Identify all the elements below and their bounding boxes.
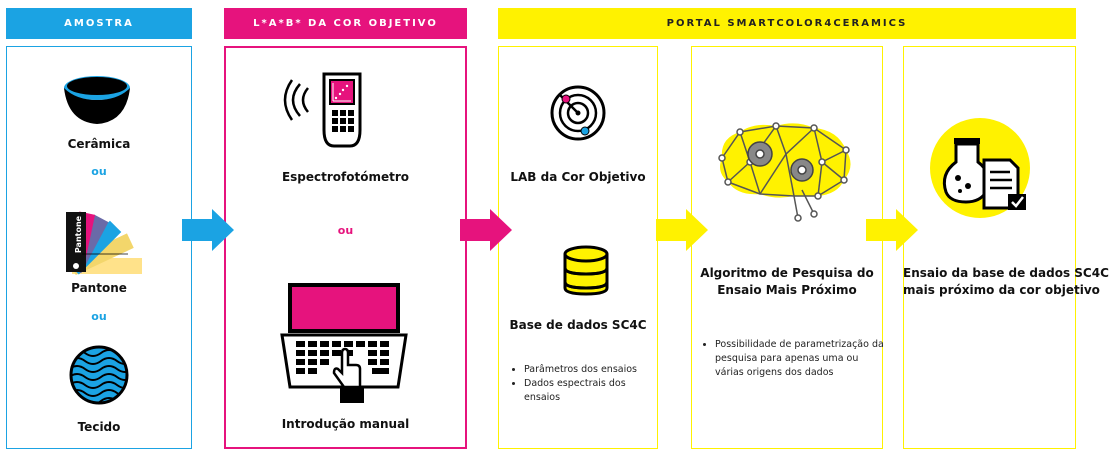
base-bullets: Parâmetros dos ensaios Dados espectrais …	[512, 363, 664, 405]
panel-portal-algoritmo	[691, 46, 883, 449]
arrow-right-icon	[460, 209, 512, 251]
label-ceramica: Cerâmica	[67, 137, 131, 151]
label-algoritmo-2: Ensaio Mais Próximo	[717, 283, 857, 297]
panel-lab	[224, 46, 467, 449]
spectrophotometer-icon	[283, 72, 362, 148]
panel-portal-ensaio	[903, 46, 1076, 449]
fabric-icon	[69, 345, 129, 405]
algoritmo-bullets: Possibilidade de parametrização da pesqu…	[703, 338, 887, 380]
ou-lab: ou	[337, 224, 354, 237]
ou-2: ou	[91, 310, 107, 323]
database-icon	[563, 245, 609, 296]
label-espectro: Espectrofotómetro	[281, 170, 410, 184]
ceramic-bowl-icon	[64, 76, 130, 124]
brain-gears-icon	[718, 122, 851, 222]
list-item: Dados espectrais dos ensaios	[524, 377, 664, 405]
arrow-right-icon	[182, 209, 234, 251]
header-portal: PORTAL SMARTCOLOR4CERAMICS	[498, 8, 1076, 39]
panel-amostra	[6, 46, 192, 449]
label-tecido: Tecido	[77, 420, 121, 434]
arrow-right-icon	[866, 209, 918, 251]
label-ensaio-2: mais próximo da cor objetivo	[903, 283, 1100, 297]
list-item: Possibilidade de parametrização da pesqu…	[715, 338, 887, 380]
panel-portal-lab-db	[498, 46, 658, 449]
radar-icon	[550, 85, 606, 141]
flask-document-icon	[930, 118, 1030, 218]
ou-1: ou	[91, 165, 107, 178]
label-ensaio-1: Ensaio da base de dados SC4C	[903, 266, 1109, 280]
arrow-right-icon	[656, 209, 708, 251]
pantone-swatch-icon	[66, 211, 142, 275]
pantone-swatch-text: Pantone	[74, 215, 84, 254]
label-manual: Introdução manual	[281, 417, 410, 431]
label-pantone: Pantone	[71, 281, 127, 295]
label-lab-objetivo: LAB da Cor Objetivo	[510, 170, 646, 184]
laptop-icon	[280, 283, 408, 403]
header-lab: L*A*B* DA COR OBJETIVO	[224, 8, 467, 39]
label-base-dados: Base de dados SC4C	[509, 318, 647, 332]
label-algoritmo-1: Algoritmo de Pesquisa do	[700, 266, 874, 280]
header-amostra: AMOSTRA	[6, 8, 192, 39]
list-item: Parâmetros dos ensaios	[524, 363, 664, 377]
